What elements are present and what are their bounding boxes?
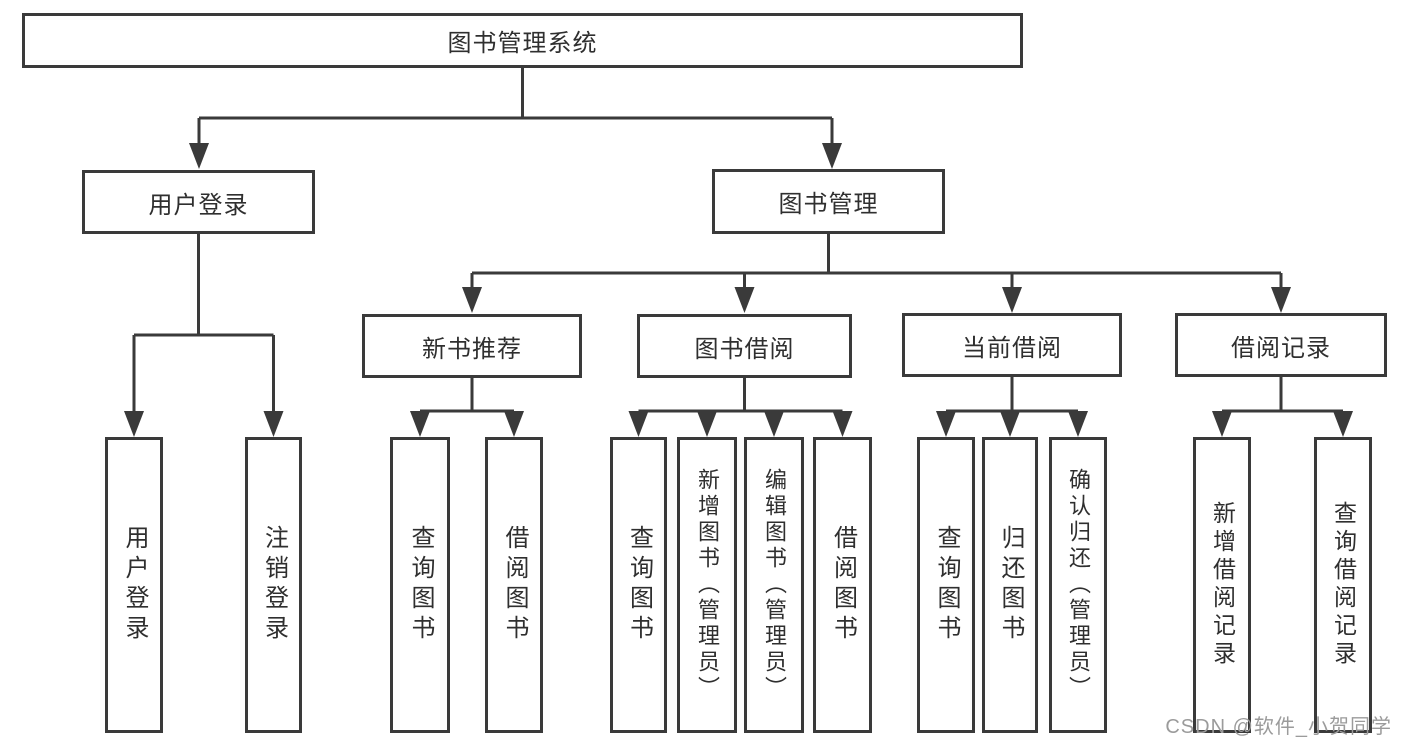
leaf-add-borrow-record: 新增借阅记录 bbox=[1193, 437, 1251, 733]
connector-book-borrow-branch bbox=[628, 378, 853, 437]
node-current-borrowing: 当前借阅 bbox=[902, 313, 1122, 377]
leaf-confirm-return-admin: 确认归还（管理员） bbox=[1049, 437, 1107, 733]
leaf-edit-books-admin: 编辑图书（管理员） bbox=[744, 437, 804, 733]
node-user-login: 用户登录 bbox=[82, 170, 315, 234]
connector-current-borrow-branch bbox=[936, 377, 1088, 437]
node-root-system: 图书管理系统 bbox=[22, 13, 1023, 68]
connector-book-mgmt-branch bbox=[462, 234, 1291, 313]
connector-borrow-record-branch bbox=[1212, 377, 1353, 437]
csdn-watermark: CSDN @软件_小贺同学 bbox=[1165, 716, 1392, 738]
leaf-return-books: 归还图书 bbox=[982, 437, 1038, 733]
node-borrowing-records: 借阅记录 bbox=[1175, 313, 1387, 377]
leaf-logout: 注销登录 bbox=[245, 437, 302, 733]
leaf-borrow-books-borrowing: 借阅图书 bbox=[813, 437, 872, 733]
leaf-add-books-admin: 新增图书（管理员） bbox=[677, 437, 737, 733]
node-book-management: 图书管理 bbox=[712, 169, 945, 234]
connector-new-book-branch bbox=[410, 378, 524, 437]
node-new-book-recommend: 新书推荐 bbox=[362, 314, 582, 378]
leaf-query-books-recommend: 查询图书 bbox=[390, 437, 450, 733]
leaf-query-books-current: 查询图书 bbox=[917, 437, 975, 733]
leaf-user-login: 用户登录 bbox=[105, 437, 163, 733]
leaf-borrow-books-recommend: 借阅图书 bbox=[485, 437, 543, 733]
leaf-query-books-borrowing: 查询图书 bbox=[610, 437, 667, 733]
node-book-borrowing: 图书借阅 bbox=[637, 314, 852, 378]
connector-user-login-branch bbox=[124, 234, 284, 437]
connector-root-to-level2 bbox=[189, 68, 842, 169]
leaf-query-borrow-record: 查询借阅记录 bbox=[1314, 437, 1372, 733]
